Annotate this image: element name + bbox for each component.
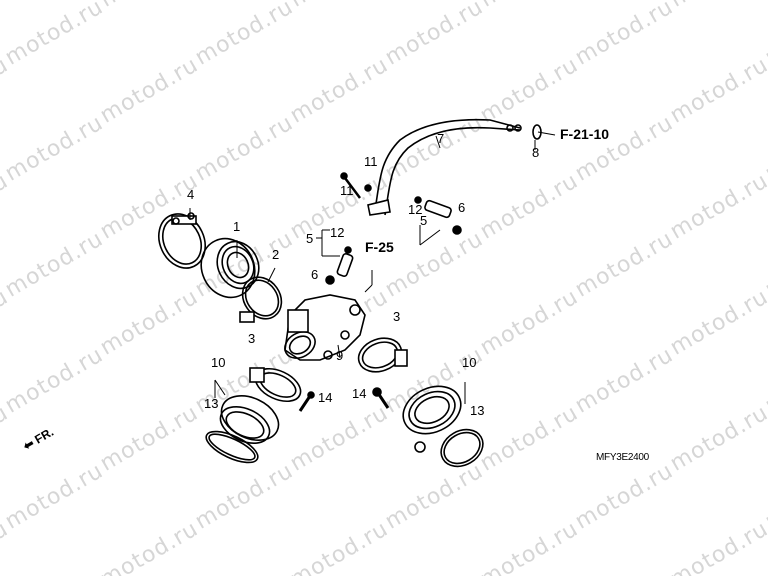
callout-13[interactable]: 13 (470, 403, 485, 418)
callout-4[interactable]: 4 (187, 187, 195, 202)
callout-6[interactable]: 6 (311, 267, 319, 282)
callout-12[interactable]: 12 (330, 225, 345, 240)
part-3-clamp-left[interactable] (249, 362, 306, 408)
callout-1[interactable]: 1 (233, 219, 241, 234)
part-10-insulator-right[interactable] (396, 377, 469, 453)
callout-5[interactable]: 5 (420, 213, 428, 228)
callout-3[interactable]: 3 (248, 331, 256, 346)
callout-13[interactable]: 13 (204, 396, 219, 411)
callout-11[interactable]: 11 (364, 154, 378, 169)
part-13-o-ring-left[interactable] (202, 425, 262, 469)
callout-2[interactable]: 2 (272, 247, 280, 262)
part-11-bolt[interactable] (340, 172, 372, 199)
reference-f-21-10[interactable]: F-21-10 (560, 126, 610, 142)
callout-11[interactable]: 11 (340, 183, 354, 198)
part-8-clip[interactable] (532, 124, 542, 140)
callout-10[interactable]: 10 (462, 355, 477, 370)
reference-f-25[interactable]: F-25 (365, 239, 394, 255)
part-1-boot[interactable] (192, 230, 267, 306)
leader-lines (189, 131, 556, 404)
callout-9[interactable]: 9 (336, 348, 344, 363)
callout-7[interactable]: 7 (437, 131, 445, 146)
part-2-clamp[interactable] (235, 270, 290, 327)
diagram-code: MFY3E2400 (596, 452, 649, 463)
callout-14[interactable]: 14 (318, 390, 333, 405)
part-4-clamp[interactable] (150, 206, 214, 275)
callout-10[interactable]: 10 (211, 355, 226, 370)
part-13-o-ring-right[interactable] (434, 422, 489, 473)
callout-14[interactable]: 14 (352, 386, 367, 401)
part-9-throttle-body[interactable] (280, 294, 366, 363)
callout-6[interactable]: 6 (458, 200, 466, 215)
part-14-bolt-right[interactable] (372, 387, 390, 409)
part-10-insulator-left[interactable] (214, 387, 285, 450)
callout-3[interactable]: 3 (393, 309, 401, 324)
part-7-fuel-pipe[interactable] (367, 118, 522, 216)
part-5-injector-left[interactable] (336, 246, 354, 278)
part-6-seal-right[interactable] (452, 225, 462, 235)
part-3-clamp-right[interactable] (354, 332, 408, 377)
part-14-bolt-left[interactable] (298, 391, 315, 412)
part-5-injector-right[interactable] (414, 196, 452, 219)
part-6-seal-left[interactable] (325, 275, 335, 285)
callout-12[interactable]: 12 (408, 202, 423, 217)
callout-5[interactable]: 5 (306, 231, 314, 246)
callout-8[interactable]: 8 (532, 145, 540, 160)
